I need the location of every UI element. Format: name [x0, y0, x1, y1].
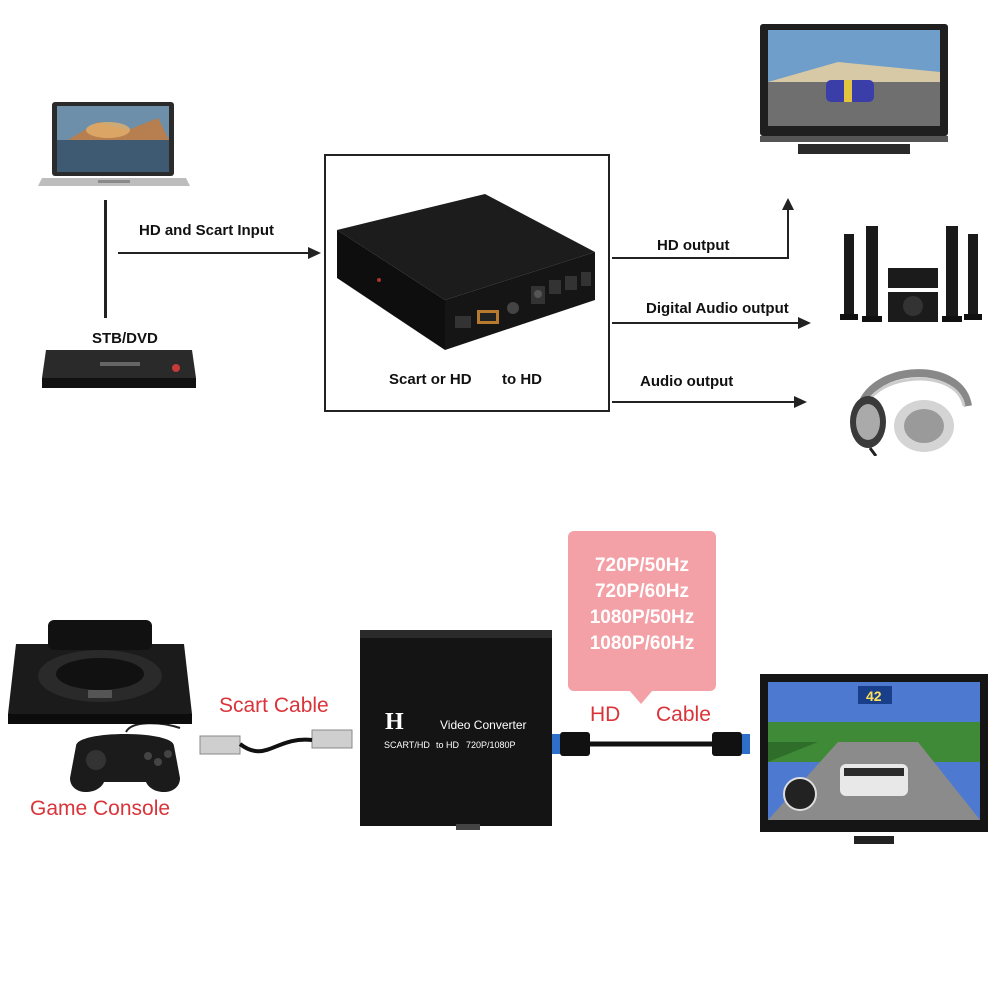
- audio-output-arrow: [612, 396, 807, 408]
- scart-cable-label: Scart Cable: [219, 694, 329, 717]
- laptop-icon: [38, 102, 190, 186]
- device-caption-left: Scart or HD: [389, 371, 472, 388]
- game-console-label: Game Console: [30, 797, 171, 820]
- bubble-tail: [629, 690, 653, 704]
- resolution-item: 720P/50Hz: [594, 555, 689, 576]
- converter-frame: [324, 154, 610, 412]
- hd-output-label: HD output: [657, 237, 730, 254]
- converter-device: [337, 194, 595, 350]
- input-arrow: [118, 247, 321, 259]
- speakers-icon: [840, 226, 982, 322]
- converter-title: Video Converter: [440, 718, 527, 732]
- resolution-item: 1080P/50Hz: [589, 607, 695, 628]
- digital-audio-label: Digital Audio output: [646, 300, 789, 317]
- resolution-item: 720P/60Hz: [594, 581, 689, 602]
- digital-audio-arrow: [612, 317, 811, 329]
- hd-cable-icon: [552, 732, 750, 756]
- hd-cable-label-right: Cable: [656, 703, 711, 726]
- input-label: HD and Scart Input: [139, 222, 275, 239]
- game-console-icon: [8, 620, 192, 724]
- controller-icon: [70, 724, 181, 793]
- converter-sub-right: 720P/1080P: [466, 740, 516, 750]
- tv-icon: [760, 24, 948, 154]
- device-caption-right: to HD: [502, 371, 542, 388]
- scart-cable-icon: [199, 729, 353, 755]
- tv-racing-game-icon: [760, 674, 988, 844]
- converter-sub-mid: to HD: [436, 740, 460, 750]
- stb-dvd-icon: [42, 350, 196, 388]
- audio-output-label: Audio output: [640, 373, 734, 390]
- resolution-bubble: 720P/50Hz 720P/60Hz 1080P/50Hz 1080P/60H…: [568, 531, 716, 691]
- resolution-item: 1080P/60Hz: [589, 633, 695, 654]
- converter-sub-left: SCART/HD: [384, 740, 430, 750]
- headphones-icon: [850, 369, 972, 456]
- video-converter-box: [360, 630, 552, 830]
- converter-logo: H: [385, 709, 404, 735]
- stb-label: STB/DVD: [92, 330, 158, 347]
- game-hud-number: 42: [866, 688, 882, 704]
- hd-output-arrow: [612, 198, 794, 259]
- hd-cable-label-left: HD: [590, 703, 621, 726]
